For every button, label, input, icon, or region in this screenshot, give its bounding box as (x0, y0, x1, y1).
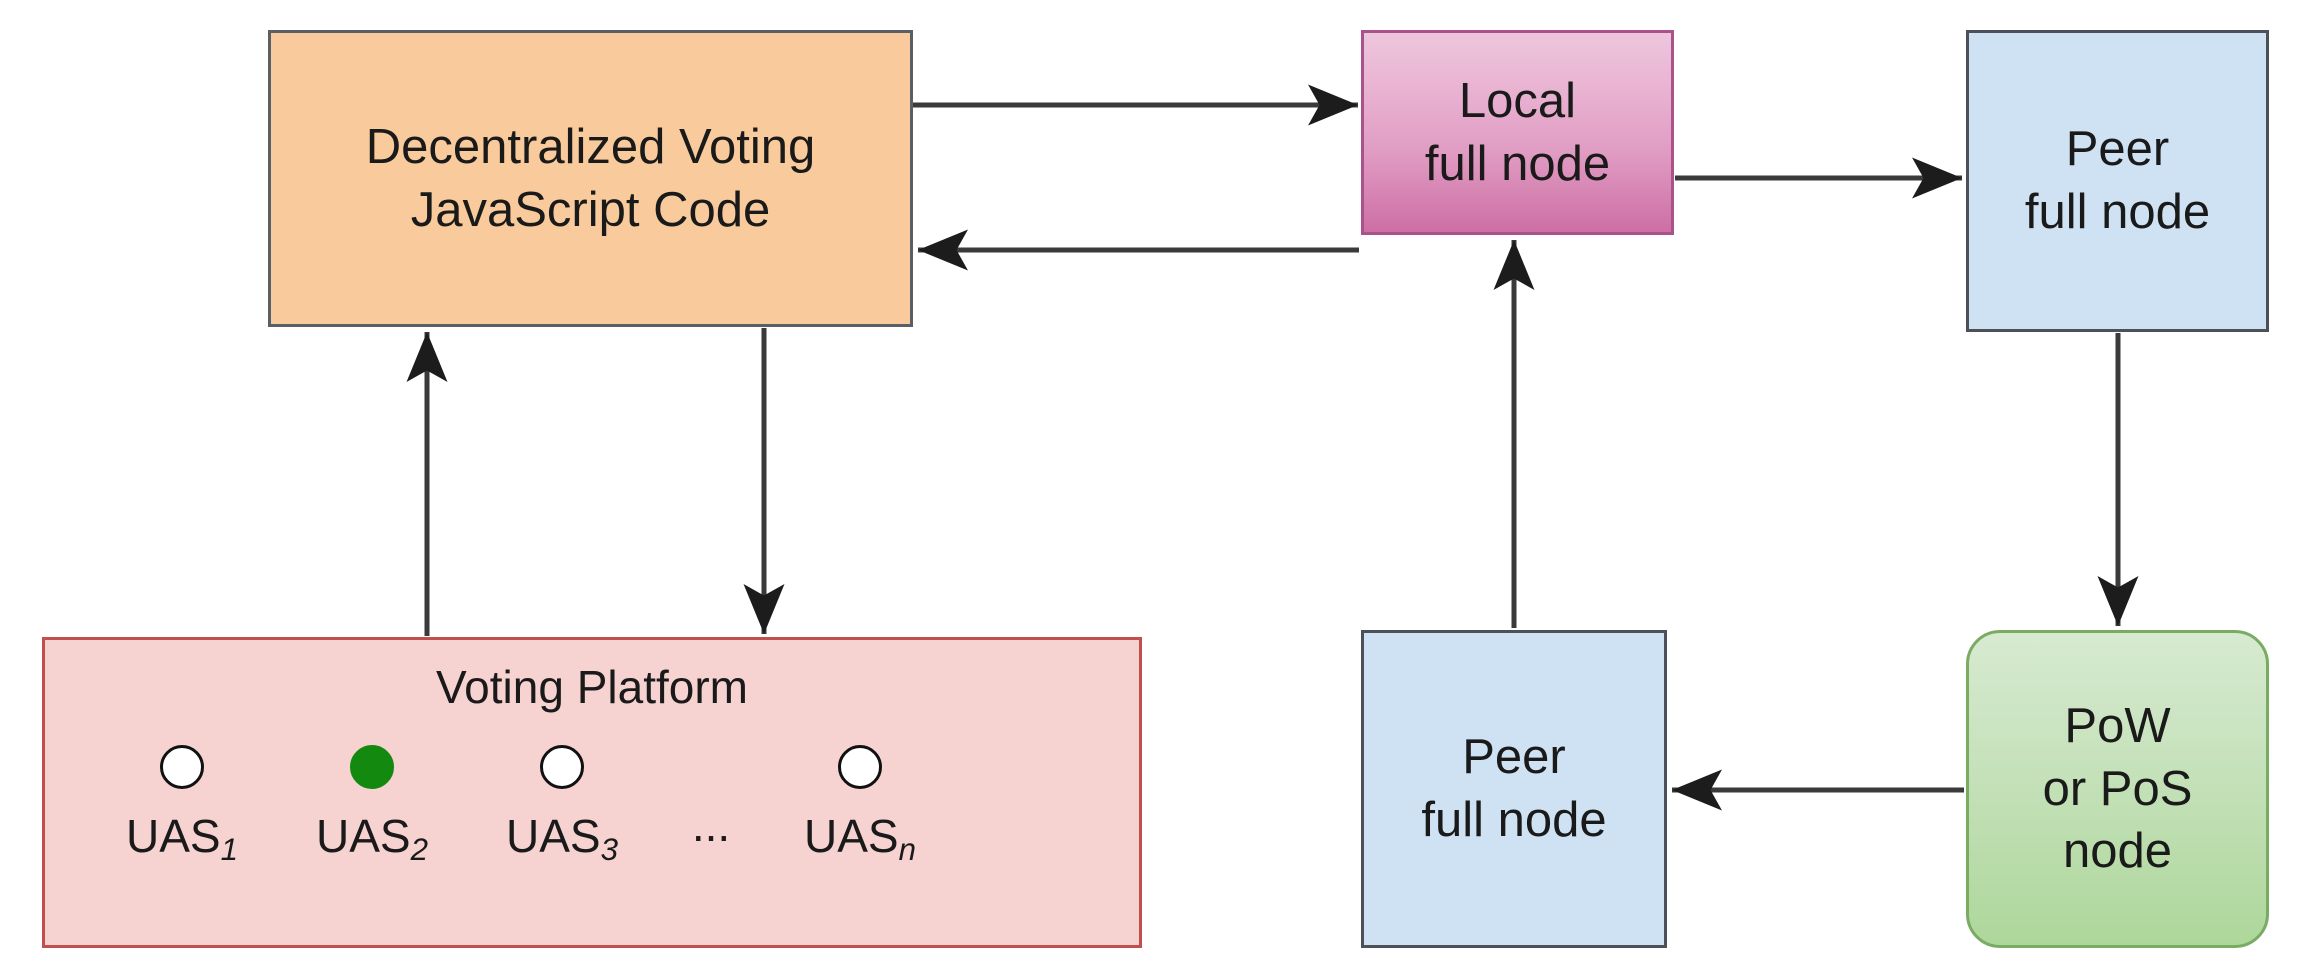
node-decentralized-voting-javascript-code[interactable]: Decentralized Voting JavaScript Code (268, 30, 913, 327)
uas-status-dot[interactable] (160, 744, 204, 789)
node-label: Peer full node (1421, 730, 1607, 847)
node-peer-full-node-top[interactable]: Peer full node (1966, 30, 2269, 332)
uas-item[interactable]: UAS2 (277, 744, 467, 867)
node-label: Decentralized Voting JavaScript Code (365, 119, 816, 237)
uas-ellipsis: ... (691, 799, 731, 851)
uas-item[interactable]: UASn (765, 744, 955, 867)
uas-status-dot[interactable] (540, 744, 584, 789)
node-label: PoW or PoS node (2042, 698, 2193, 879)
node-label: Peer full node (2024, 122, 2211, 239)
node-pow-or-pos-node[interactable]: PoW or PoS node (1966, 630, 2269, 948)
uas-list: UAS1 UAS2 UAS3... UASn (45, 744, 1139, 867)
uas-label: UAS1 (126, 809, 238, 867)
uas-label: UASn (804, 809, 916, 867)
node-local-full-node[interactable]: Local full node (1361, 30, 1674, 235)
uas-item[interactable]: UAS1 (87, 744, 277, 867)
node-label: Local full node (1424, 73, 1611, 191)
uas-item[interactable]: UAS3 (467, 744, 657, 867)
node-voting-platform[interactable]: Voting Platform UAS1 UAS2 UAS3... UASn (42, 637, 1142, 948)
uas-label: UAS3 (506, 809, 618, 867)
uas-label: UAS2 (316, 809, 428, 867)
node-peer-full-node-bottom[interactable]: Peer full node (1361, 630, 1667, 948)
uas-status-dot[interactable] (838, 744, 882, 789)
uas-status-dot-selected[interactable] (350, 744, 394, 789)
voting-platform-title: Voting Platform (436, 661, 748, 713)
